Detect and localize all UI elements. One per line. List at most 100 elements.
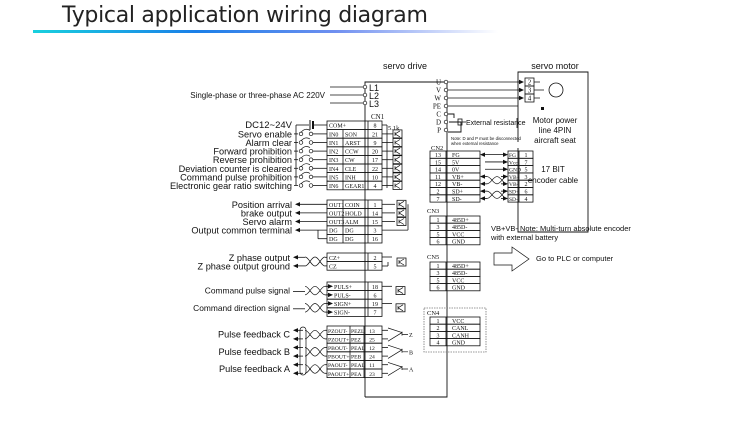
cn1-feedback-pin: 25 [369,337,375,343]
shield-icon [299,326,307,376]
zphase-label: Z phase output [229,253,291,263]
arrow-icon [293,263,298,269]
servo-drive-label: servo drive [383,61,427,71]
cn1-input-name: CW [345,158,355,164]
optocoupler-symbol [394,173,401,181]
cn1-input-name: CCW [345,150,359,156]
motor-wires [534,81,544,99]
motor-pin-number: 4 [528,95,532,103]
cn3-name: 485D+ [452,218,469,224]
arrow-icon [293,371,298,376]
pulse-feedback-label: Pulse feedback A [219,364,291,374]
supply-voltage-label: DC12~24V [245,120,292,131]
cn1-output-pin: 3 [374,229,377,235]
terminal-label-L1: L1 [369,83,379,93]
arrow-icon [503,159,508,165]
cn2-name: 5V [452,160,460,166]
input-signal-label: Forward prohibition [213,147,292,157]
terminal-L1 [362,84,368,90]
arrow-icon [480,188,485,194]
encoder-note: 17 BIT [541,165,565,174]
output-optocoupler-icon [396,208,407,218]
cn1-command-pin: 19 [372,302,378,308]
switch-contact-icon [308,183,314,188]
line-driver-letter: Z [409,333,413,339]
switch-icon [300,171,311,176]
cn4-pin: 3 [437,333,440,339]
input-signal-label: Deviation counter is cleared [179,164,292,174]
switch-contact-icon [298,166,304,171]
cn1-output-pin: 14 [372,211,378,217]
terminal-L3 [362,100,368,106]
terminal-U [443,79,449,85]
cn3-name: GND [452,240,466,246]
cn4-pin: 2 [437,326,440,332]
switch-icon [300,137,311,142]
output-signal-label: brake output [241,208,293,218]
input-optocoupler-icon [392,155,403,165]
motor-encoder-pin: 3 [525,175,528,181]
power-input-label: Single-phase or three-phase AC 220V [190,91,325,100]
cn5-label: CN5 [427,254,439,261]
cn1-input-pin: 21 [372,132,378,138]
optocoupler-symbol [397,287,404,294]
line-driver-icon [387,327,408,342]
optocoupler-symbol [394,156,401,164]
cn1-input-io: IN3 [329,158,338,164]
cn1-output-name: COIN [345,203,360,209]
motor-encoder-pin: 6 [525,189,528,195]
cn1-zphase-pin: 5 [374,264,377,270]
motor-terminal-label-PE: PE [433,103,441,111]
motor-icon [548,82,564,98]
motor-terminal-label-W: W [434,95,441,103]
output-optocoupler-icon [396,199,407,209]
zphase-label: Z phase output ground [198,261,290,271]
arrow-right-icon [493,246,530,272]
cn2-pin: 15 [435,160,441,166]
motor-pin-number: 2 [528,79,532,87]
motor-encoder-name: VB+ [509,175,520,181]
switch-contact-icon [308,166,314,171]
optocoupler-symbol [398,200,405,208]
switch-contact-icon [308,131,314,137]
arrow-icon [503,152,508,157]
cn1-com-name: COM+ [329,124,347,130]
cn2-name: VB+ [452,175,464,181]
resistor-label: 5.1k [388,125,400,132]
cn1-input-pin: 22 [372,167,378,173]
cn3-pin: 5 [437,232,440,238]
switch-contact-icon [308,140,314,145]
cn2-name: SD+ [452,189,464,195]
cn3-name: VCC [452,232,464,238]
cn1-feedback-io: PAOUT- [328,363,348,369]
terminal-V [443,87,449,93]
bullet-icon [541,107,544,110]
command-optocoupler-icon [395,303,406,313]
optocoupler-symbol [394,182,401,189]
cn1-command-name: SIGN- [334,311,350,317]
motor-encoder-name: SD- [509,197,518,203]
servo-motor-box [517,71,589,233]
line-driver-icon [387,344,408,359]
cn5-name: VCC [452,278,464,284]
cn4-name: VCC [452,319,464,325]
twisted-pair-icon [304,347,326,357]
cn1-output-name: ALM [345,220,359,226]
cn1-feedback-io: PAOUT+ [328,372,349,378]
cn2-pin: 14 [435,168,441,174]
cn2-pin: 12 [435,182,441,188]
cn1-output-io: DG [329,229,338,235]
page-title: Typical application wiring diagram [62,3,428,28]
command-optocoupler-icon [395,286,406,296]
cn1-zphase-name: CZ [329,264,337,270]
arrow-icon [480,196,485,201]
motor-encoder-name: VB- [509,182,519,188]
twisted-pair-icon [486,190,508,199]
cn1-input-name: SON [345,132,358,138]
output-signal-label: Output common terminal [191,226,292,236]
cn1-input-pin: 17 [372,158,378,164]
arrow-icon [480,174,485,179]
motor-encoder-name: SD+ [509,189,519,195]
motor-encoder-pin: 2 [525,182,528,188]
